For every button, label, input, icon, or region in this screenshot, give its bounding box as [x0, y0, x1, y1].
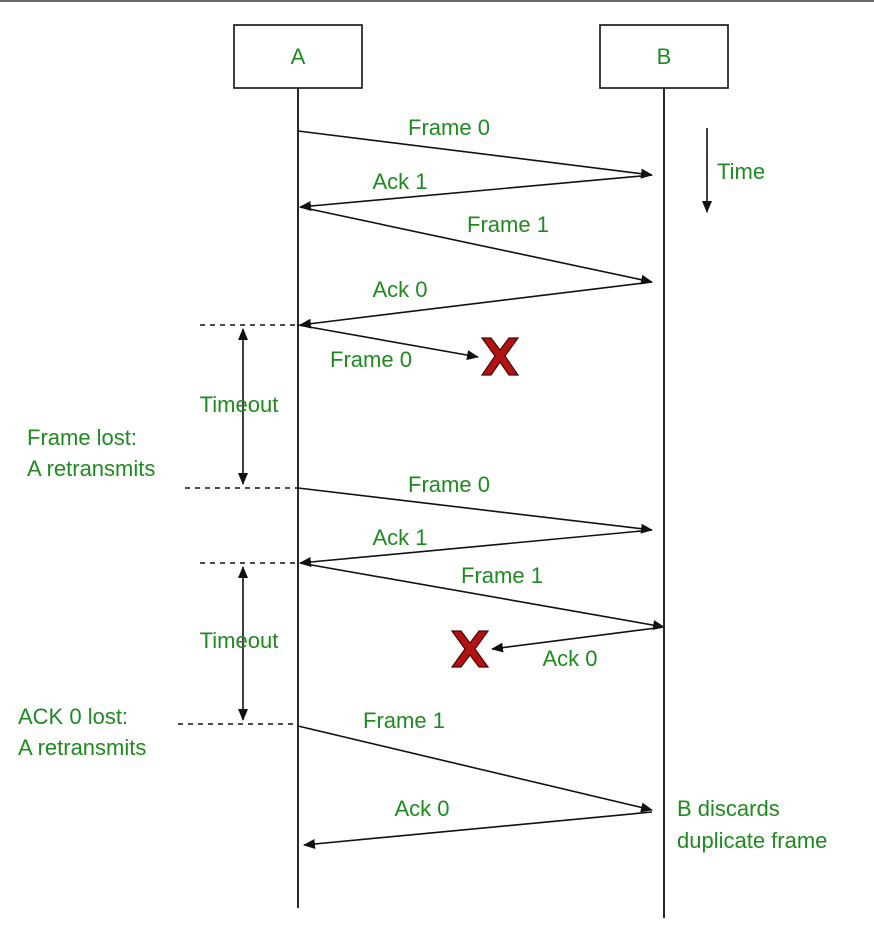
- participant-a-label: A: [291, 44, 306, 69]
- msg-ack-0-lost-label: Ack 0: [542, 646, 597, 671]
- msg-ack-0b-label: Ack 0: [394, 796, 449, 821]
- msg-frame-1-arrow: [299, 206, 653, 285]
- msg-frame-0-retx-arrow: [297, 487, 653, 534]
- msg-frame-1-retx-arrow: [297, 725, 653, 813]
- msg-ack-1-label: Ack 1: [372, 169, 427, 194]
- msg-frame-1b-label: Frame 1: [461, 563, 543, 588]
- note-frame-lost-line-1: Frame lost:: [27, 425, 137, 450]
- note-ack-lost-line-1: ACK 0 lost:: [18, 704, 128, 729]
- msg-ack-0-label: Ack 0: [372, 277, 427, 302]
- msg-frame-1-label: Frame 1: [467, 212, 549, 237]
- x-mark-icon: [450, 630, 490, 668]
- note-ack-lost-line-2: A retransmits: [18, 735, 146, 760]
- time-label: Time: [717, 159, 765, 184]
- msg-frame-0-lost-arrow: [297, 324, 479, 360]
- note-discard-line-2: duplicate frame: [677, 828, 827, 853]
- participant-b-label: B: [657, 44, 672, 69]
- msg-frame-0-lost-label: Frame 0: [330, 347, 412, 372]
- participant-b: B: [599, 24, 729, 89]
- msg-frame-0-retx-label: Frame 0: [408, 472, 490, 497]
- x-mark-icon: [480, 337, 520, 376]
- note-discard-line-1: B discards: [677, 796, 780, 821]
- timeout-2-label: Timeout: [200, 628, 279, 653]
- participant-a: A: [233, 24, 363, 89]
- msg-ack-0-arrow: [299, 281, 653, 329]
- msg-ack-1b-arrow: [299, 529, 653, 567]
- msg-ack-0b-arrow: [303, 811, 653, 849]
- msg-ack-1-arrow: [299, 174, 653, 211]
- note-frame-lost-line-2: A retransmits: [27, 456, 155, 481]
- msg-frame-1b-arrow: [299, 562, 665, 631]
- msg-ack-0-lost-arrow: [491, 626, 665, 653]
- msg-frame-1-retx-label: Frame 1: [363, 708, 445, 733]
- timeout-1-label: Timeout: [200, 392, 279, 417]
- msg-frame-0-label: Frame 0: [408, 115, 490, 140]
- participant-b-box: [599, 24, 729, 89]
- msg-ack-1b-label: Ack 1: [372, 525, 427, 550]
- msg-frame-0-arrow: [297, 130, 653, 179]
